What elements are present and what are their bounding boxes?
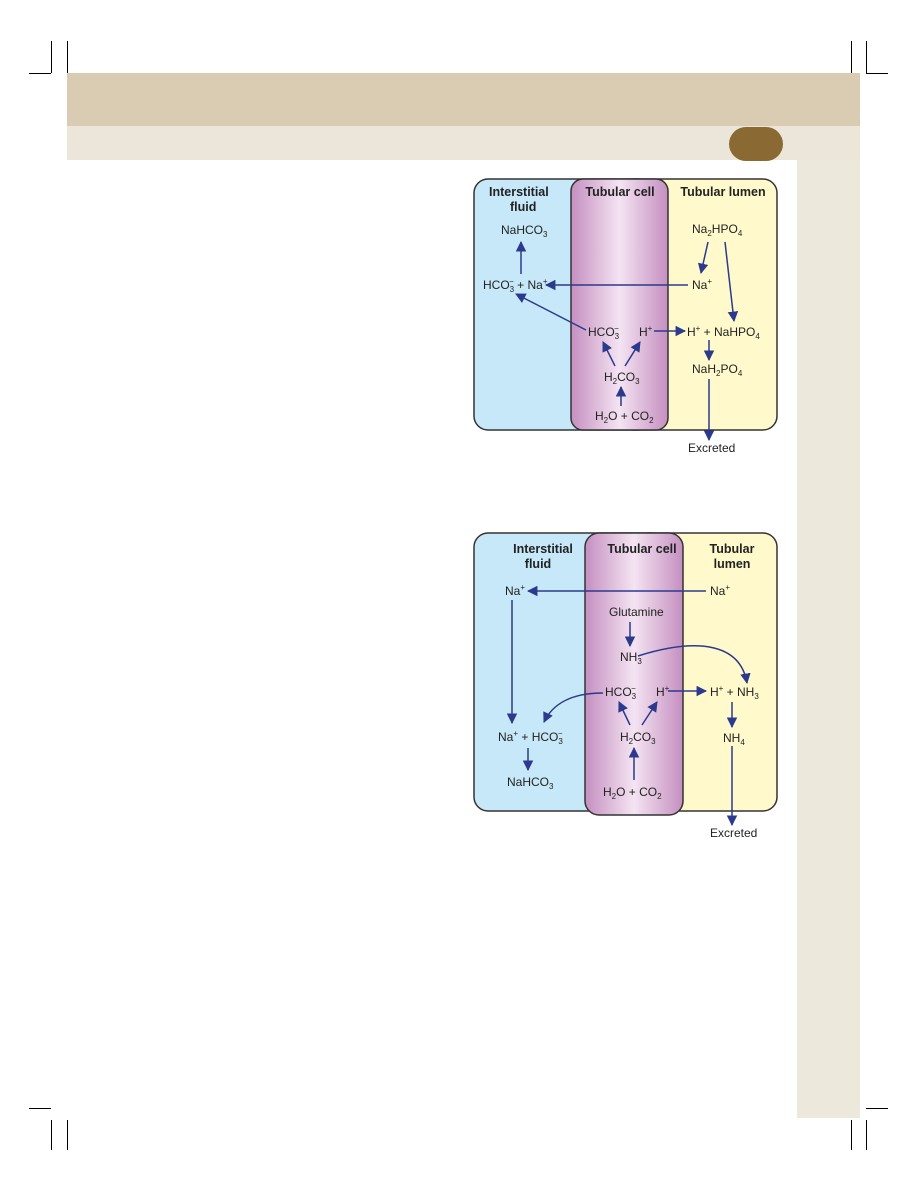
arrow-hco3-to-interstitial — [543, 692, 604, 723]
header-interstitial-1: Interstitial — [513, 542, 573, 556]
label-na-left: Na+ — [505, 583, 525, 598]
ammonia-buffer-diagram: Interstitial fluid Tubular cell Tubular … — [473, 532, 778, 840]
tubular-cell-compartment — [584, 532, 684, 816]
arrow-nh3-diffuses — [637, 645, 751, 685]
label-h-nh3: H+ + NH3 — [710, 684, 759, 701]
label-cell-h: H+ — [639, 324, 653, 339]
header-tubular-lumen-1: Tubular — [710, 542, 755, 556]
label-nh4: NH4 — [723, 731, 745, 747]
phosphate-buffer-diagram: Interstitial fluid Tubular cell Tubular … — [473, 178, 778, 455]
header-tubular-cell: Tubular cell — [585, 185, 654, 199]
label-h2o-co2: H2O + CO2 — [603, 785, 662, 801]
label-hco3-na: HCO3− + Na+ — [483, 277, 548, 294]
header-interstitial-2: fluid — [525, 557, 551, 571]
arrow-na2hpo4-to-nahpo4 — [724, 241, 739, 323]
label-na2hpo4: Na2HPO4 — [692, 222, 743, 238]
header-interstitial-2: fluid — [510, 200, 536, 214]
header-interstitial-1: Interstitial — [489, 185, 549, 199]
label-excreted: Excreted — [710, 826, 757, 840]
label-h2o-co2: H2O + CO2 — [595, 409, 654, 425]
label-excreted: Excreted — [688, 441, 735, 455]
label-nah2po4: NaH2PO4 — [692, 362, 743, 378]
tubular-cell-compartment — [570, 178, 669, 431]
arrow-h2co3-to-hco3 — [618, 701, 631, 726]
arrow-h2co3-to-h — [641, 701, 658, 726]
crop-mark-bl-v1 — [51, 1120, 52, 1150]
subheader-band — [67, 126, 860, 160]
page-number-badge — [729, 127, 783, 161]
label-na-hco3: Na+ + HCO3− — [498, 729, 563, 746]
crop-mark-tr-v1 — [851, 41, 852, 73]
crop-mark-tr-v2 — [866, 41, 867, 73]
header-tubular-lumen-2: lumen — [714, 557, 751, 571]
arrow-h2co3-to-hco3 — [602, 341, 616, 367]
label-glutamine: Glutamine — [609, 605, 664, 619]
label-na-right: Na+ — [710, 583, 730, 598]
label-cell-hco3: HCO3− — [605, 684, 637, 701]
crop-mark-tl-v1 — [51, 41, 52, 73]
side-column — [797, 160, 860, 1118]
header-tubular-cell: Tubular cell — [607, 542, 676, 556]
label-cell-h: H+ — [656, 684, 670, 699]
crop-mark-br-h — [866, 1108, 888, 1109]
header-tubular-lumen: Tubular lumen — [680, 185, 765, 199]
header-band — [67, 73, 860, 126]
label-na-plus: Na+ — [692, 277, 712, 292]
label-nahco3: NaHCO3 — [507, 775, 554, 791]
crop-mark-tl-v2 — [67, 41, 68, 73]
label-cell-hco3: HCO3− — [588, 324, 620, 341]
crop-mark-br-v2 — [866, 1120, 867, 1150]
arrow-h2co3-to-h — [624, 341, 641, 367]
crop-mark-br-v1 — [851, 1120, 852, 1150]
crop-mark-bl-v2 — [67, 1120, 68, 1150]
arrow-na2hpo4-to-na — [697, 241, 709, 275]
crop-mark-bl-h — [29, 1108, 51, 1109]
label-nahco3: NaHCO3 — [501, 223, 548, 239]
arrow-hco3-to-interstitial — [515, 293, 587, 331]
label-nh3: NH3 — [620, 650, 642, 666]
label-h2co3: H2CO3 — [620, 730, 656, 746]
crop-mark-tl-h — [29, 73, 51, 74]
crop-mark-tr-h — [866, 73, 888, 74]
label-h2co3: H2CO3 — [604, 370, 640, 386]
label-h-nahpo4: H+ + NaHPO4 — [687, 324, 760, 341]
